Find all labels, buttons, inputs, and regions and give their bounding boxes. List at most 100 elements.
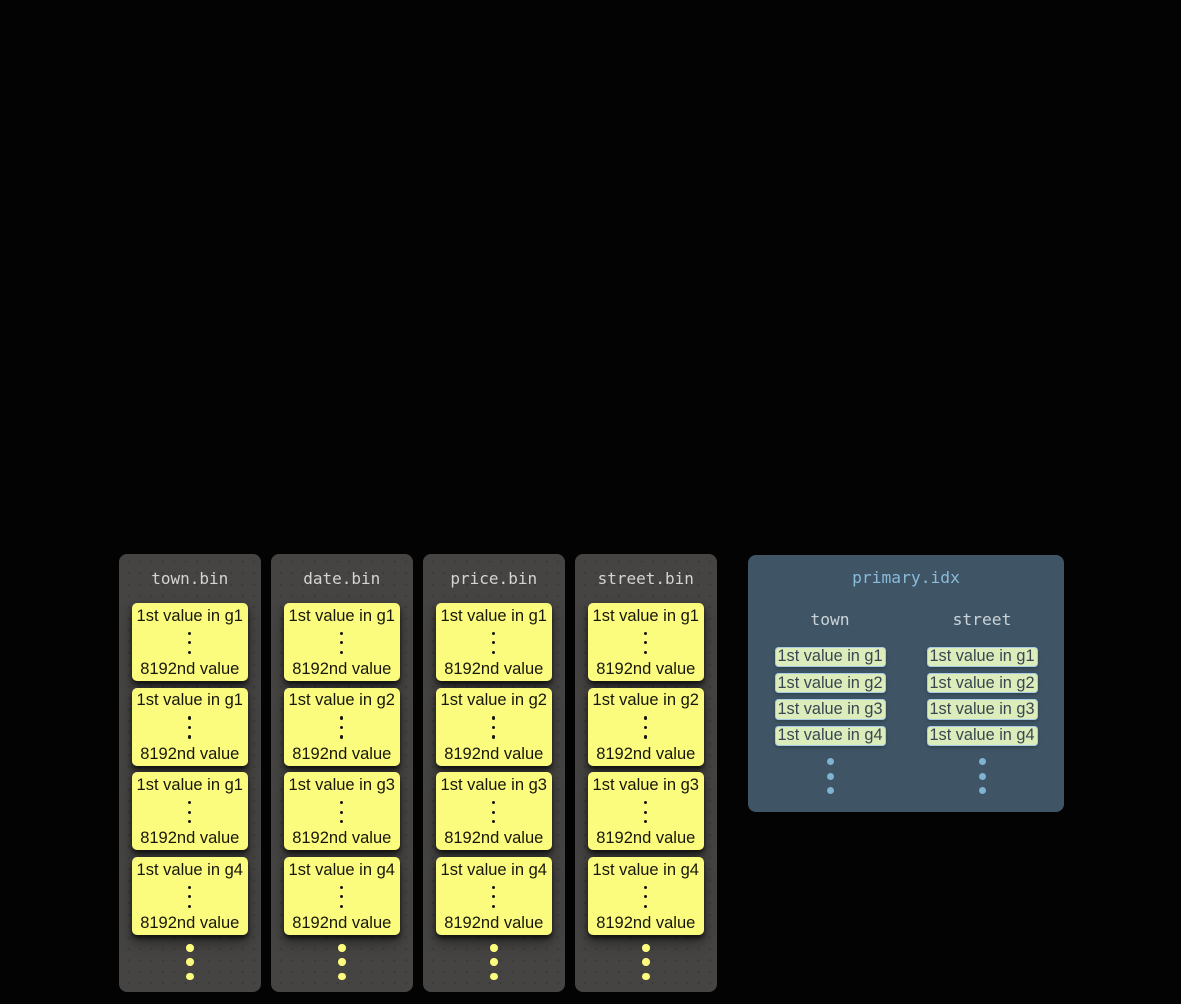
bin-file-title: town.bin — [151, 569, 229, 588]
granule-last-value-label: 8192nd value — [140, 744, 240, 763]
granule-last-value-label: 8192nd value — [140, 914, 240, 933]
granule-last-value-label: 8192nd value — [596, 744, 696, 763]
ellipsis-dot — [642, 944, 650, 952]
more-granules-ellipsis-icon — [642, 944, 650, 981]
granule-last-value-label: 8192nd value — [444, 744, 544, 763]
ellipsis-dot — [188, 650, 192, 654]
granule-last-value-label: 8192nd value — [596, 914, 696, 933]
ellipsis-dot — [644, 641, 648, 645]
ellipsis-dot — [340, 904, 344, 908]
ellipsis-dot — [644, 820, 648, 824]
index-entry: 1st value in g4 — [774, 725, 886, 747]
ellipsis-dot — [644, 650, 648, 654]
ellipsis-dot — [826, 786, 834, 794]
ellipsis-dot — [492, 716, 496, 720]
granule-first-value-label: 1st value in g1 — [136, 775, 243, 794]
index-entry: 1st value in g4 — [926, 725, 1038, 747]
ellipsis-dot — [826, 772, 834, 780]
ellipsis-dot — [644, 810, 648, 814]
primary-index-title: primary.idx — [852, 568, 960, 587]
ellipsis-dot — [644, 725, 648, 730]
vertical-ellipsis-icon — [492, 801, 496, 824]
ellipsis-dot — [978, 758, 986, 766]
ellipsis-dot — [492, 801, 496, 805]
vertical-ellipsis-icon — [644, 801, 648, 824]
ellipsis-dot — [340, 885, 344, 889]
ellipsis-dot — [492, 650, 496, 654]
granule-last-value-label: 8192nd value — [596, 829, 696, 848]
ellipsis-dot — [490, 944, 498, 952]
vertical-ellipsis-icon — [340, 885, 344, 908]
ellipsis-dot — [644, 801, 648, 805]
more-entries-ellipsis-icon — [978, 758, 986, 794]
index-entry: 1st value in g2 — [926, 672, 1038, 694]
ellipsis-dot — [492, 725, 496, 730]
ellipsis-dot — [338, 972, 346, 981]
ellipsis-dot — [492, 641, 496, 645]
bin-file-title: date.bin — [303, 569, 381, 588]
granule-card: 1st value in g1 8192nd value — [131, 687, 248, 766]
ellipsis-dot — [338, 958, 346, 966]
index-column-header: street — [952, 610, 1012, 629]
ellipsis-dot — [188, 801, 192, 805]
ellipsis-dot — [644, 885, 648, 889]
more-entries-ellipsis-icon — [826, 758, 834, 794]
more-granules-ellipsis-icon — [338, 944, 346, 981]
granule-last-value-label: 8192nd value — [292, 914, 392, 933]
granule-last-value-label: 8192nd value — [140, 829, 240, 848]
ellipsis-dot — [340, 810, 344, 814]
bin-file-title: price.bin — [450, 569, 538, 588]
vertical-ellipsis-icon — [492, 885, 496, 908]
ellipsis-dot — [644, 895, 648, 899]
granule-first-value-label: 1st value in g3 — [440, 775, 547, 794]
vertical-ellipsis-icon — [188, 716, 192, 739]
index-entry: 1st value in g3 — [926, 699, 1038, 720]
granule-last-value-label: 8192nd value — [444, 829, 544, 848]
ellipsis-dot — [340, 895, 344, 899]
granule-first-value-label: 1st value in g2 — [288, 691, 395, 710]
ellipsis-dot — [340, 725, 344, 730]
vertical-ellipsis-icon — [644, 885, 648, 908]
granule-card: 1st value in g1 8192nd value — [131, 772, 248, 851]
ellipsis-dot — [188, 904, 192, 908]
index-entry: 1st value in g2 — [774, 672, 886, 694]
ellipsis-dot — [492, 735, 496, 739]
ellipsis-dot — [644, 631, 648, 635]
granule-first-value-label: 1st value in g2 — [592, 691, 699, 710]
vertical-ellipsis-icon — [340, 631, 344, 654]
ellipsis-dot — [340, 716, 344, 720]
granule-first-value-label: 1st value in g1 — [288, 606, 395, 625]
ellipsis-dot — [188, 810, 192, 814]
vertical-ellipsis-icon — [188, 631, 192, 654]
granule-first-value-label: 1st value in g1 — [136, 606, 243, 625]
ellipsis-dot — [188, 895, 192, 899]
ellipsis-dot — [642, 972, 650, 981]
granule-first-value-label: 1st value in g4 — [592, 860, 699, 879]
vertical-ellipsis-icon — [188, 885, 192, 908]
vertical-ellipsis-icon — [644, 716, 648, 739]
granule-card: 1st value in g2 8192nd value — [587, 687, 704, 766]
ellipsis-dot — [340, 631, 344, 635]
ellipsis-dot — [644, 904, 648, 908]
granule-first-value-label: 1st value in g1 — [136, 691, 243, 710]
ellipsis-dot — [186, 958, 194, 966]
granule-last-value-label: 8192nd value — [596, 660, 696, 678]
